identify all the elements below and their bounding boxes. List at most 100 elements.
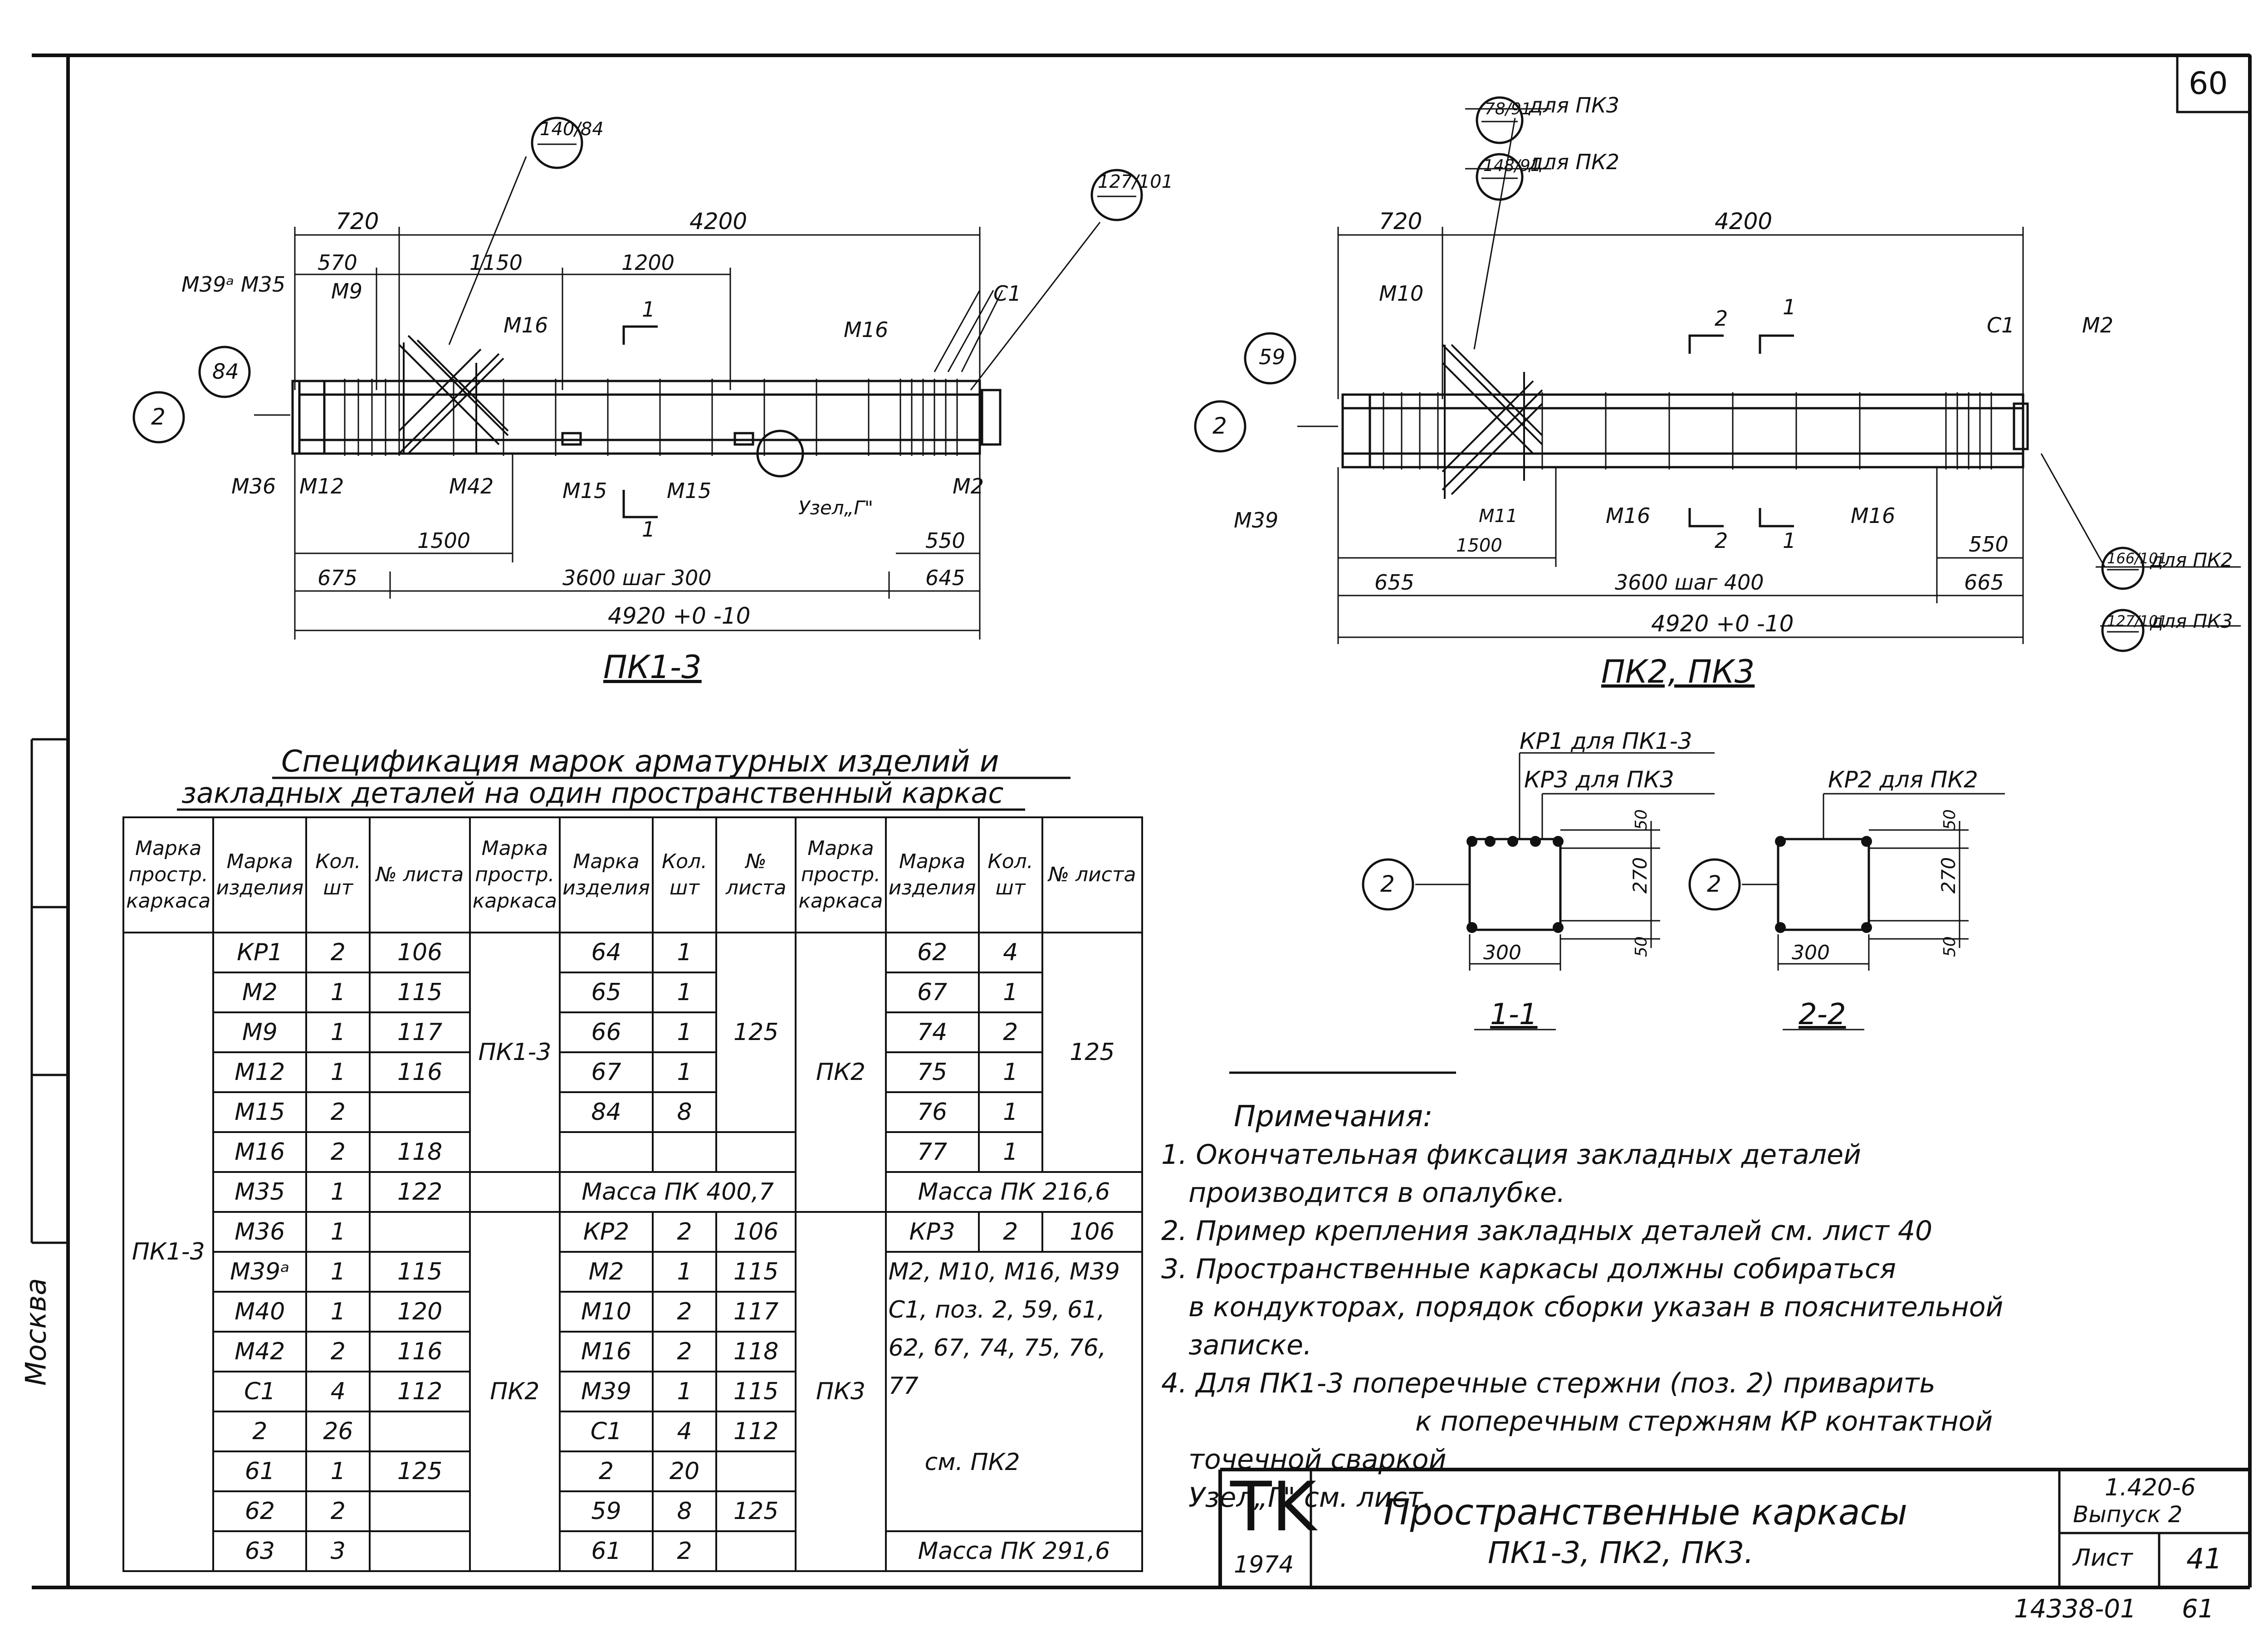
dim-720-right: 720 (1379, 208, 1422, 234)
note-line: 1. Окончательная фиксация закладных дета… (1161, 1139, 1862, 1171)
section-mark-2-bottom: 2 (1715, 528, 1728, 553)
spec-item-cell: М39ᵃ (212, 1251, 308, 1293)
spec-qty-cell: 1 (305, 1450, 371, 1492)
sec11-bottom-cover: 50 (1632, 936, 1651, 957)
label-kp1: КР1 для ПК1-3 (1520, 728, 1692, 754)
label-m16-right-b: М16 (1851, 503, 1896, 528)
section-mark-1-top-right: 1 (1783, 295, 1796, 319)
label-kp3: КР3 для ПК3 (1524, 767, 1674, 793)
circle-59: 59 (1259, 345, 1286, 369)
spec-item-cell: М16 (559, 1331, 654, 1372)
label-m42: М42 (449, 474, 494, 498)
spec-item-cell: 74 (885, 1011, 980, 1053)
section-2-2: 2-2 (1799, 998, 1846, 1031)
dim-655-right: 655 (1374, 570, 1414, 595)
label-m2-right: М2 (2082, 313, 2113, 337)
title-line1: Пространственные каркасы (1383, 1492, 1907, 1533)
spec-sheet-cell: 115 (715, 1251, 797, 1293)
spec-sheet-cell: 117 (369, 1011, 471, 1053)
spec-empty-cell (469, 1171, 561, 1213)
spec-qty-cell: 2 (305, 932, 371, 973)
spec-pk3-note-line: 62, 67, 74, 75, 76, 77 (888, 1334, 1106, 1400)
caption-pk2-pk3: ПК2, ПК3 (1601, 653, 1755, 690)
spec-sheet-cell: 115 (715, 1371, 797, 1412)
label-m16-b: М16 (844, 317, 889, 342)
spec-sheet-cell: 106 (715, 1211, 797, 1253)
label-node-g: Узел„Г" (798, 497, 874, 519)
dim-3600-left: 3600 шаг 300 (562, 566, 712, 590)
spec-frame-cell: ПК3 (795, 1211, 887, 1572)
spec-qty-cell: 1 (305, 1011, 371, 1053)
spec-qty-cell: 1 (305, 1171, 371, 1213)
hdr-item: Марка изделия (885, 816, 980, 933)
spec-item-cell: М15 (212, 1091, 308, 1133)
hdr-qty: Кол. шт (651, 816, 718, 933)
circle-2-right: 2 (1212, 413, 1227, 439)
spec-item-cell: 62 (212, 1490, 308, 1532)
spec-item-cell: 67 (559, 1051, 654, 1093)
spec-empty-cell (651, 1131, 718, 1173)
spec-qty-cell: 2 (978, 1011, 1043, 1053)
spec-item-cell: 84 (559, 1091, 654, 1133)
dim-675-left: 675 (318, 566, 357, 590)
callout-pk2-bottom: 166/101 (2107, 550, 2167, 567)
spec-mass-cell: Масса ПК 400,7 (559, 1171, 797, 1213)
spec-sheet-cell: 118 (715, 1331, 797, 1372)
spec-qty-cell: 2 (305, 1331, 371, 1372)
section-1-1: 1-1 (1490, 998, 1538, 1031)
dim-1150-left: 1150 (469, 250, 523, 275)
spec-qty-cell: 8 (651, 1490, 718, 1532)
label-m16-a: М16 (503, 313, 548, 337)
spec-qty-cell: 8 (651, 1091, 718, 1133)
hdr-frame: Марка простр. каркаса (122, 816, 215, 933)
spec-qty-cell: 1 (651, 1051, 718, 1093)
callout-right-left: 127/101 (1098, 171, 1173, 192)
spec-item-cell: М39 (559, 1371, 654, 1412)
hdr-frame: Марка простр. каркаса (795, 816, 887, 933)
callout-pk3-top: 78/91 (1485, 100, 1532, 118)
spec-item-cell: КР1 (212, 932, 308, 973)
label-m10: М10 (1379, 281, 1424, 306)
spec-item-cell: 63 (212, 1530, 308, 1572)
spec-title-line1: Спецификация марок арматурных изделий и (281, 744, 999, 779)
spec-qty-cell: 1 (305, 1211, 371, 1253)
spec-pk3-note-line: см. ПК2 (924, 1449, 1020, 1476)
spec-sheet-cell: 115 (369, 972, 471, 1013)
spec-qty-cell: 4 (651, 1411, 718, 1452)
spec-qty-cell: 1 (305, 972, 371, 1013)
label-m39a-m35: М39ᵃ М35 (181, 272, 286, 297)
spec-qty-cell: 20 (651, 1450, 718, 1492)
note-line: Узел„Г" см. лист. (1188, 1482, 1432, 1514)
spec-item-cell: М9 (212, 1011, 308, 1053)
dim-4200-left: 4200 (689, 208, 747, 234)
circle-84: 84 (212, 359, 239, 384)
dim-1500-right: 1500 (1456, 535, 1502, 556)
series-code: 1.420-6 (2105, 1474, 2196, 1501)
spec-qty-cell: 1 (305, 1251, 371, 1293)
spec-qty-cell: 3 (305, 1530, 371, 1572)
spec-qty-cell: 1 (978, 1091, 1043, 1133)
label-m36: М36 (231, 474, 276, 498)
spec-item-cell: 65 (559, 972, 654, 1013)
label-m16-right-a: М16 (1606, 503, 1651, 528)
spec-item-cell: М16 (212, 1131, 308, 1173)
spec-table: Марка простр. каркаса Марка изделия Кол.… (122, 816, 1144, 1572)
label-kp2: КР2 для ПК2 (1828, 767, 1978, 793)
spec-frame-cell: ПК2 (795, 932, 887, 1213)
sec11-height: 270 (1629, 857, 1651, 894)
spec-item-cell: 61 (559, 1530, 654, 1572)
stamp-tk: TK (1230, 1468, 1316, 1547)
dim-665-right: 665 (1964, 570, 2004, 595)
spec-item-cell: КР2 (559, 1211, 654, 1253)
